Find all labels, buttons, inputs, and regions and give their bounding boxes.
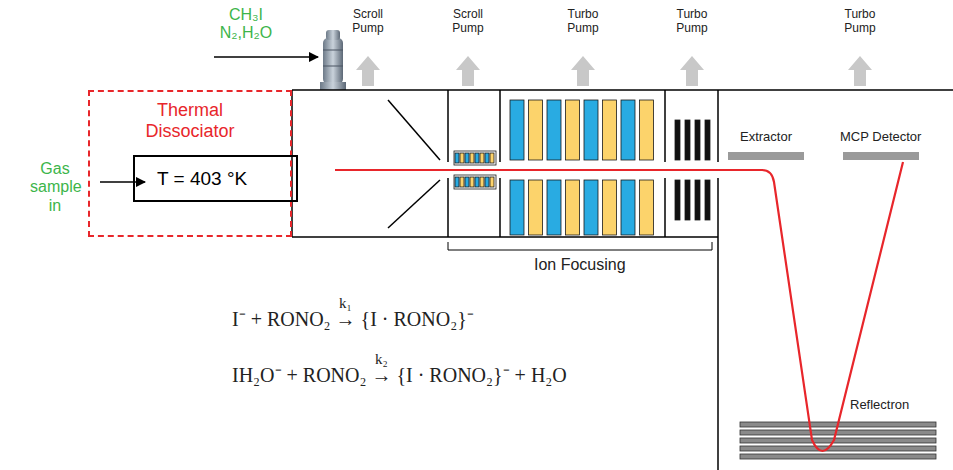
optic-element xyxy=(475,177,479,187)
text-label: Ion Focusing xyxy=(534,256,626,274)
optic-element xyxy=(455,177,459,187)
optic-element xyxy=(454,175,496,189)
optic-element xyxy=(485,177,489,187)
text-label: MCP Detector xyxy=(840,130,921,145)
bracket xyxy=(448,242,712,250)
reagent-arrow xyxy=(214,56,318,58)
chamber-walls xyxy=(292,90,953,470)
optic-element xyxy=(455,153,459,163)
extractor-plate xyxy=(728,152,804,160)
text-label: CH₃I N₂,H₂O xyxy=(211,6,281,43)
text-label: Turbo Pump xyxy=(558,8,608,36)
region-heading: Thermal Dissociator xyxy=(130,100,250,141)
optic-element xyxy=(705,180,710,220)
pump-arrows xyxy=(356,56,872,86)
optic-element xyxy=(621,180,635,235)
optic-element xyxy=(640,180,654,235)
optic-element xyxy=(470,177,474,187)
optic-element xyxy=(480,177,484,187)
reflectron-plate xyxy=(740,446,936,451)
optic-element xyxy=(485,153,489,163)
detector-plate xyxy=(843,152,919,160)
optic-element xyxy=(675,180,680,220)
optic-element xyxy=(584,100,598,160)
optic-element xyxy=(529,180,543,235)
gas-inlet-arrow xyxy=(100,181,145,183)
ion-path xyxy=(335,162,903,451)
text-label: Scroll Pump xyxy=(443,8,493,36)
optic-element xyxy=(465,177,469,187)
optic-element xyxy=(695,120,700,160)
optic-element xyxy=(685,120,690,160)
text-label: Gas sample in xyxy=(30,160,80,215)
optic-element xyxy=(695,180,700,220)
optic-element xyxy=(566,180,580,235)
temperature-text: T = 403 °K xyxy=(135,157,296,200)
reflectron-plate xyxy=(740,430,936,435)
text-label: Turbo Pump xyxy=(835,8,885,36)
optic-element xyxy=(621,100,635,160)
ion-optics xyxy=(454,100,710,235)
optic-element xyxy=(470,153,474,163)
optic-element xyxy=(490,177,494,187)
optic-element xyxy=(465,153,469,163)
optic-element xyxy=(705,120,710,160)
optic-element xyxy=(490,153,494,163)
text-label: Turbo Pump xyxy=(667,8,717,36)
text-label: Reflectron xyxy=(850,398,909,413)
text-label: Extractor xyxy=(740,130,792,145)
optic-element xyxy=(685,180,690,220)
optic-element xyxy=(480,153,484,163)
optic-element xyxy=(603,100,617,160)
optic-element xyxy=(603,180,617,235)
optic-element xyxy=(475,153,479,163)
optic-element xyxy=(510,180,524,235)
reflectron-plate xyxy=(740,438,936,443)
optic-element xyxy=(640,100,654,160)
optic-element xyxy=(675,120,680,160)
optic-element xyxy=(529,100,543,160)
optic-element xyxy=(460,153,464,163)
reaction-equation: I⁻ + RONO₂ → {I · RONO₂}⁻ xyxy=(232,308,474,331)
optic-element xyxy=(510,100,524,160)
reaction-equation: IH₂O⁻ + RONO₂ → {I · RONO₂}⁻ + H₂O xyxy=(232,364,567,387)
optic-element xyxy=(584,180,598,235)
optic-element xyxy=(547,180,561,235)
optic-element xyxy=(566,100,580,160)
optic-element xyxy=(454,151,496,165)
text-label: Scroll Pump xyxy=(343,8,393,36)
dissociator-region: Thermal DissociatorT = 403 °K xyxy=(88,90,292,237)
optic-element xyxy=(460,177,464,187)
ion-source xyxy=(320,30,346,90)
optic-element xyxy=(547,100,561,160)
heater-box: T = 403 °K xyxy=(133,155,298,202)
reflectron-plate xyxy=(740,454,936,459)
